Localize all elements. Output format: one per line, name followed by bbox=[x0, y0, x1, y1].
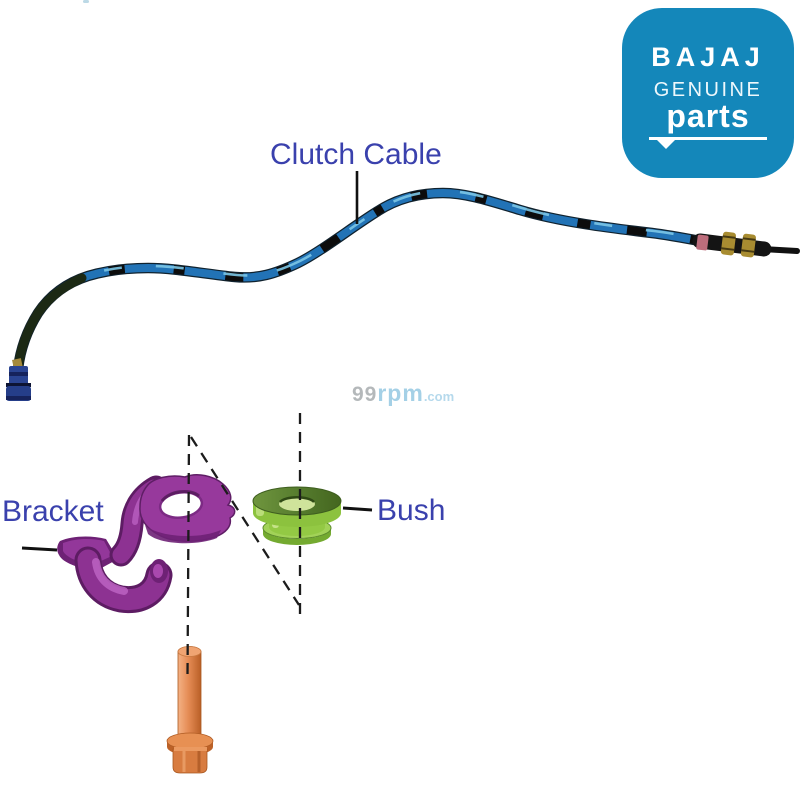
bajaj-genuine-parts-logo: BAJAJ GENUINE parts bbox=[622, 8, 794, 178]
logo-underline-arrow-icon bbox=[657, 139, 675, 149]
watermark-name: rpm bbox=[377, 380, 424, 406]
bush-label: Bush bbox=[377, 494, 446, 527]
diagonal-dashed-line bbox=[190, 436, 300, 606]
bracket-part-drawing bbox=[57, 474, 236, 614]
bracket-label: Bracket bbox=[2, 495, 104, 528]
watermark: 99rpm.com bbox=[352, 380, 454, 407]
bracket-pointer-line bbox=[21, 546, 58, 552]
cable-right-end-drawing bbox=[692, 231, 800, 258]
bracket-axis-dashed-line bbox=[186, 434, 191, 678]
watermark-tld: .com bbox=[423, 389, 455, 404]
bolt-part-drawing bbox=[166, 646, 214, 774]
clutch-cable-label: Clutch Cable bbox=[270, 138, 442, 171]
logo-underline bbox=[649, 136, 767, 149]
image-artifact-speck bbox=[83, 0, 89, 3]
bush-pointer-line bbox=[342, 506, 373, 512]
assembly-guide-lines bbox=[186, 413, 302, 678]
watermark-prefix: 99 bbox=[352, 383, 378, 406]
logo-brand-text: BAJAJ bbox=[651, 42, 765, 72]
logo-genuine-text: GENUINE bbox=[653, 79, 763, 101]
cable-left-adjuster-drawing bbox=[6, 358, 31, 401]
bush-part-drawing bbox=[252, 486, 342, 545]
clutch-cable-drawing bbox=[12, 187, 706, 375]
logo-parts-text: parts bbox=[666, 98, 750, 134]
label-pointer-lines bbox=[21, 171, 373, 552]
